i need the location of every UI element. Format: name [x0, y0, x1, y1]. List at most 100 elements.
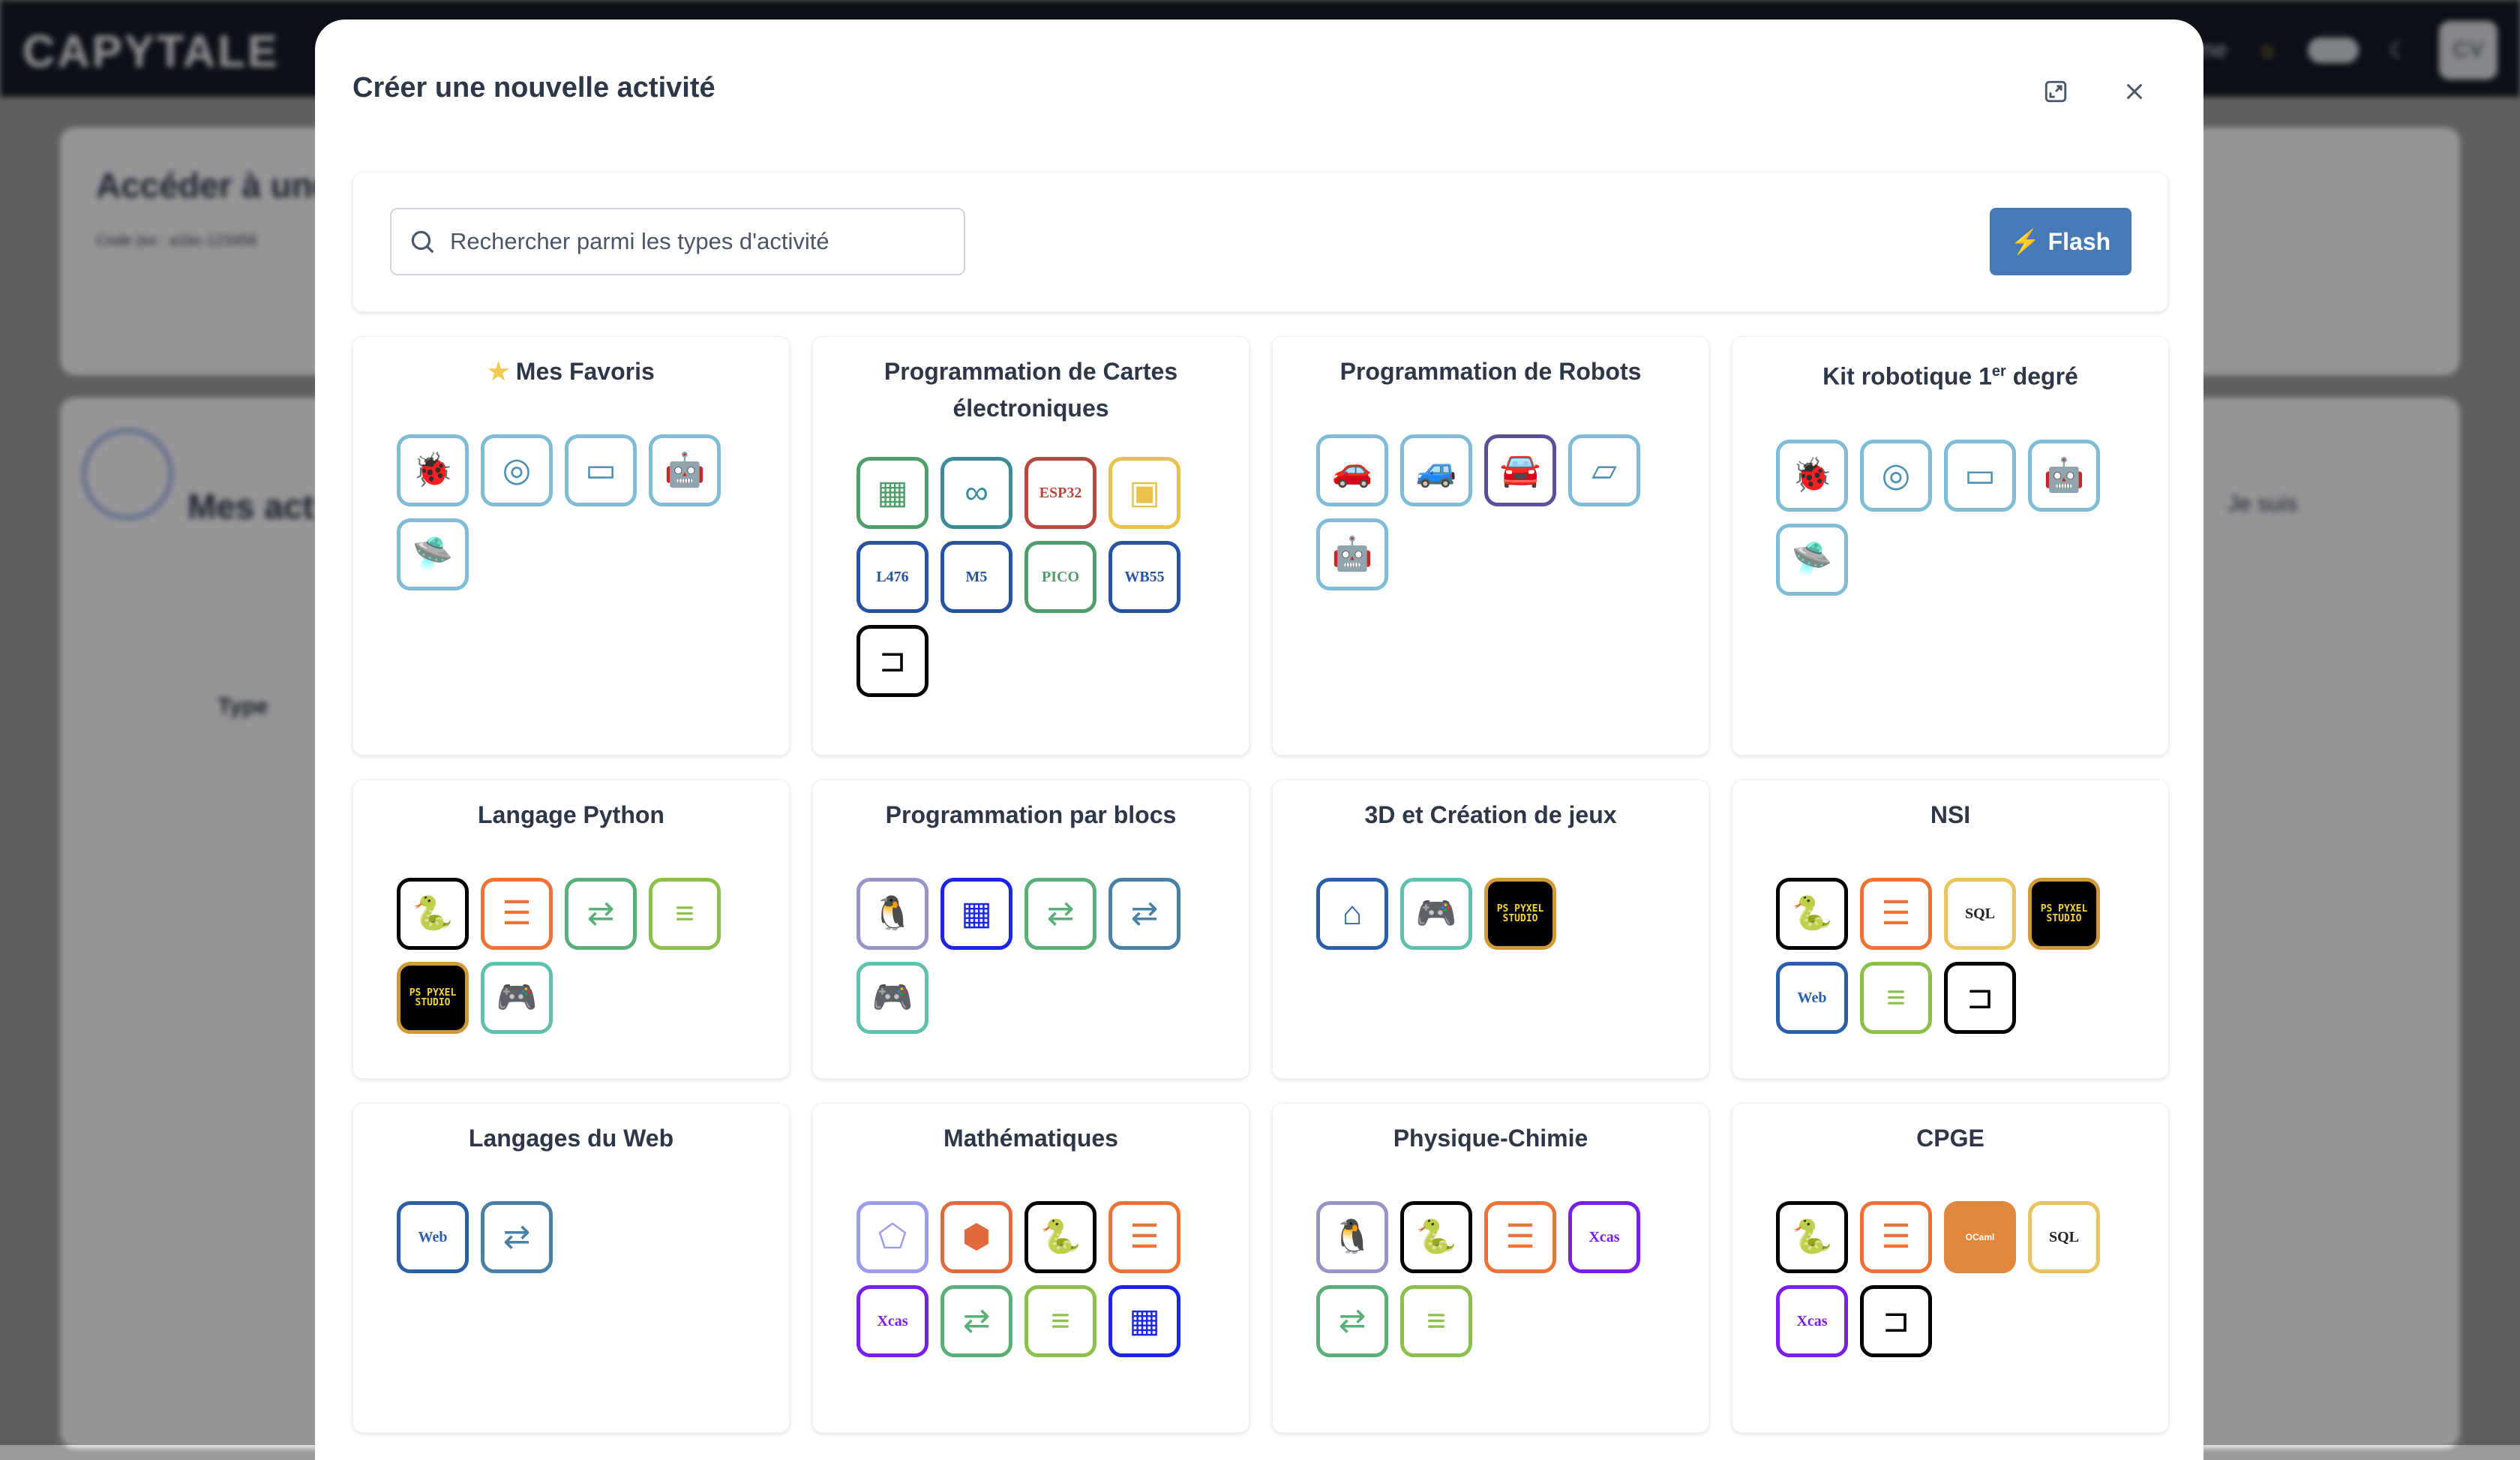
activity-type-penguin[interactable]: 🐧: [1316, 1201, 1388, 1273]
activity-type-geogebra[interactable]: ⬠: [856, 1201, 928, 1273]
activity-type-python-console[interactable]: 🐍: [1776, 878, 1848, 950]
expand-button[interactable]: [2036, 72, 2075, 111]
activity-type-stm32-wb55[interactable]: WB55: [1108, 541, 1180, 613]
python-notebook-icon: ☰: [502, 897, 531, 930]
activity-type-robot-humanoid[interactable]: 🤖: [1316, 518, 1388, 590]
activity-type-web[interactable]: Web: [1776, 962, 1848, 1034]
activity-type-python-blocks[interactable]: ⇄: [565, 878, 637, 950]
activity-type-python-notebook[interactable]: ☰: [1860, 1201, 1932, 1273]
activity-type-xcas[interactable]: Xcas: [856, 1285, 928, 1357]
activity-type-pyxel-studio[interactable]: PS PYXEL STUDIO: [1484, 878, 1556, 950]
logic-gate-icon: ⊐: [1882, 1305, 1910, 1338]
activity-type-pico[interactable]: PICO: [1024, 541, 1096, 613]
activity-type-robot-blue[interactable]: 🚘: [1484, 434, 1556, 506]
activity-type-sql[interactable]: SQL: [1944, 878, 2016, 950]
geogebra-icon: ⬠: [878, 1221, 907, 1254]
activity-type-mathalea[interactable]: ⬢: [940, 1201, 1012, 1273]
activity-type-blue-bot-board[interactable]: ▭: [1944, 440, 2016, 512]
activity-type-python-parsons[interactable]: ≡: [1400, 1285, 1472, 1357]
activity-type-web-blocks[interactable]: ⇄: [481, 1201, 553, 1273]
activity-type-python-parsons[interactable]: ≡: [649, 878, 721, 950]
activity-type-python-blocks[interactable]: ⇄: [940, 1285, 1012, 1357]
category-title: Programmation de Cartes électroniques: [843, 353, 1219, 427]
activity-type-logic-gate[interactable]: ⊐: [1860, 1285, 1932, 1357]
activity-type-stm32-l476[interactable]: L476: [856, 541, 928, 613]
activity-type-xcas[interactable]: Xcas: [1568, 1201, 1640, 1273]
activity-type-logic-gate[interactable]: ⊐: [856, 625, 928, 697]
search-field[interactable]: [390, 208, 965, 275]
activity-type-logic-gate[interactable]: ⊐: [1944, 962, 2016, 1034]
activity-type-robot-mbot[interactable]: 🛸: [397, 518, 469, 590]
create-activity-modal: Créer une nouvelle activité ⚡ Flash ★ Me…: [315, 20, 2204, 1460]
activity-type-python-parsons[interactable]: ≡: [1860, 962, 1932, 1034]
thymio-icon: 🐞: [412, 454, 454, 487]
activity-type-python-blocks[interactable]: ⇄: [1024, 878, 1096, 950]
python-console-icon: 🐍: [1792, 1221, 1833, 1254]
activity-type-python-notebook[interactable]: ☰: [1484, 1201, 1556, 1273]
activity-type-arduino[interactable]: ∞: [940, 457, 1012, 529]
game-code-icon: 🎮: [1416, 897, 1457, 930]
activity-type-label: SQL: [1965, 906, 1995, 921]
activity-type-python-notebook[interactable]: ☰: [481, 878, 553, 950]
activity-type-blue-bot-board[interactable]: ▭: [565, 434, 637, 506]
activity-type-cozmo[interactable]: 🤖: [649, 434, 721, 506]
activity-type-ocaml[interactable]: OCaml: [1944, 1201, 2016, 1273]
activity-type-label: M5: [966, 569, 988, 584]
title-end: degré: [2006, 363, 2078, 390]
activity-type-python-parsons[interactable]: ≡: [1024, 1285, 1096, 1357]
blue-bot-board-icon: ▭: [1964, 459, 1996, 492]
python-parsons-icon: ≡: [675, 897, 694, 930]
flash-button[interactable]: ⚡ Flash: [1990, 208, 2132, 275]
category-title: CPGE: [1762, 1120, 2138, 1157]
activity-type-sphero[interactable]: ◎: [481, 434, 553, 506]
close-button[interactable]: [2115, 72, 2154, 111]
activity-type-robot-car[interactable]: 🚗: [1316, 434, 1388, 506]
star-icon: ★: [488, 358, 516, 385]
activity-type-gamebuino[interactable]: ▣: [1108, 457, 1180, 529]
activity-type-thymio[interactable]: 🐞: [397, 434, 469, 506]
activity-type-sql[interactable]: SQL: [2028, 1201, 2100, 1273]
category-title: Physique-Chimie: [1303, 1120, 1678, 1157]
activity-type-python-console[interactable]: 🐍: [397, 878, 469, 950]
activity-type-game-code[interactable]: 🎮: [481, 962, 553, 1034]
activity-type-sweet-home-3d[interactable]: ⌂: [1316, 878, 1388, 950]
activity-type-esp32[interactable]: ESP32: [1024, 457, 1096, 529]
activity-type-game-code[interactable]: 🎮: [856, 962, 928, 1034]
activity-type-xcas[interactable]: Xcas: [1776, 1285, 1848, 1357]
activity-type-robot-white[interactable]: ▱: [1568, 434, 1640, 506]
activity-type-label: Web: [1798, 990, 1827, 1005]
modal-title: Créer une nouvelle activité: [352, 72, 716, 104]
activity-type-pixel-grid[interactable]: ▦: [1108, 1285, 1180, 1357]
activity-type-label: PS PYXEL STUDIO: [400, 988, 465, 1008]
logic-gate-icon: ⊐: [1966, 981, 1994, 1014]
activity-type-cozmo[interactable]: 🤖: [2028, 440, 2100, 512]
activity-type-web[interactable]: Web: [397, 1201, 469, 1273]
activity-type-m5stack[interactable]: M5: [940, 541, 1012, 613]
activity-type-web-blocks[interactable]: ⇄: [1108, 878, 1180, 950]
activity-type-thymio[interactable]: 🐞: [1776, 440, 1848, 512]
activity-type-python-notebook[interactable]: ☰: [1108, 1201, 1180, 1273]
activity-type-robot-alphabot[interactable]: 🚙: [1400, 434, 1472, 506]
activity-type-python-console[interactable]: 🐍: [1400, 1201, 1472, 1273]
category-title: Programmation par blocs: [843, 797, 1219, 834]
search-input[interactable]: [450, 228, 938, 255]
activity-type-pyxel-studio[interactable]: PS PYXEL STUDIO: [397, 962, 469, 1034]
activity-type-robot-mbot[interactable]: 🛸: [1776, 524, 1848, 596]
activity-type-python-console[interactable]: 🐍: [1024, 1201, 1096, 1273]
activity-type-python-console[interactable]: 🐍: [1776, 1201, 1848, 1273]
category-card: Physique-Chimie 🐧🐍☰Xcas ⇄≡: [1272, 1103, 1709, 1433]
activity-type-sphero[interactable]: ◎: [1860, 440, 1932, 512]
activity-type-python-notebook[interactable]: ☰: [1860, 878, 1932, 950]
activity-type-pyxel-studio[interactable]: PS PYXEL STUDIO: [2028, 878, 2100, 950]
activity-type-python-blocks[interactable]: ⇄: [1316, 1285, 1388, 1357]
category-card: Programmation de Cartes électroniques ▦∞E…: [812, 336, 1250, 756]
category-title-text: Mathématiques: [944, 1125, 1118, 1152]
activity-type-pixel-grid[interactable]: ▦: [940, 878, 1012, 950]
robot-mbot-icon: 🛸: [412, 538, 454, 571]
activity-type-penguin[interactable]: 🐧: [856, 878, 928, 950]
activity-type-game-code[interactable]: 🎮: [1400, 878, 1472, 950]
python-parsons-icon: ≡: [1886, 981, 1906, 1014]
activity-type-microbit[interactable]: ▦: [856, 457, 928, 529]
search-card: ⚡ Flash: [352, 172, 2168, 312]
activity-type-label: L476: [876, 569, 908, 584]
